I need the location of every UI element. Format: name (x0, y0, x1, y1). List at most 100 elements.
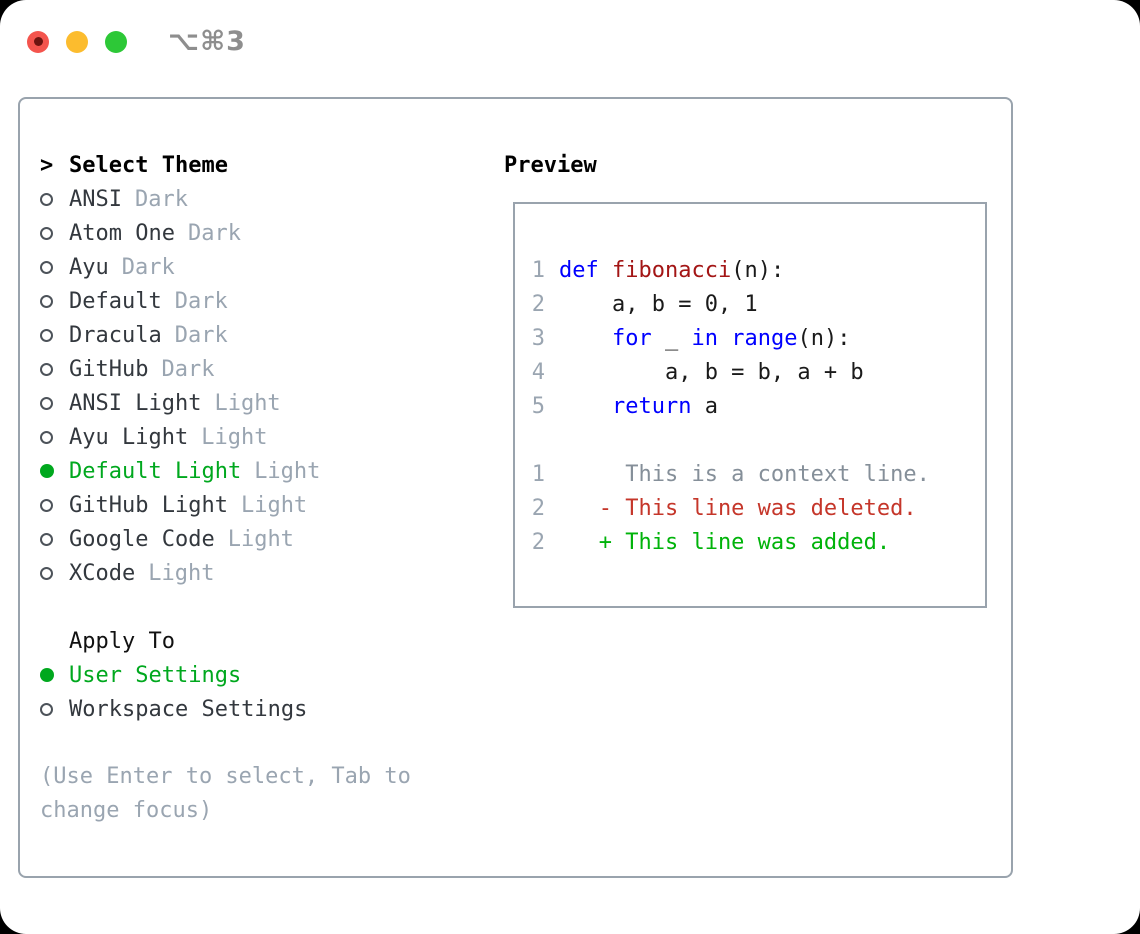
line-number: 5 (531, 393, 545, 419)
theme-variant-label: Dark (187, 220, 241, 246)
code-line: 5 return a (517, 389, 985, 423)
line-number: 3 (531, 325, 545, 351)
line-text: a, b = 0, 1 (559, 292, 758, 317)
theme-name: ANSI (69, 186, 122, 212)
traffic-lights (27, 30, 127, 53)
theme-option-default[interactable]: Default Dark (40, 284, 480, 318)
radio-indent (40, 430, 69, 444)
code-segment-plain: _ (651, 325, 692, 351)
theme-name: Ayu (69, 254, 109, 280)
theme-variant-label: Dark (174, 322, 228, 348)
radio-indent (40, 702, 69, 716)
line-text: This is a context line. (559, 462, 930, 487)
theme-name: ANSI Light (69, 390, 202, 416)
apply-option-label: Workspace Settings (69, 696, 308, 722)
radio-icon (40, 260, 53, 274)
line-number: 2 (531, 291, 545, 317)
theme-option-dracula[interactable]: Dracula Dark (40, 318, 480, 352)
theme-option-ayu[interactable]: Ayu Dark (40, 250, 480, 284)
line-text: + This line was added. (559, 530, 890, 555)
code-segment-plain (599, 258, 612, 283)
theme-option-google-code[interactable]: Google Code Light (40, 522, 480, 556)
code-line: 1 This is a context line. (517, 457, 985, 491)
theme-option-atom-one[interactable]: Atom One Dark (40, 216, 480, 250)
radio-indent (40, 566, 69, 580)
theme-variant-label: Light (254, 458, 321, 484)
theme-name: GitHub (69, 356, 149, 382)
apply-to-header: Apply To (40, 624, 480, 658)
line-text: return a (559, 394, 718, 419)
line-number: 4 (531, 359, 545, 385)
radio-icon (40, 226, 53, 240)
zoom-button[interactable] (105, 30, 127, 53)
apply-option-workspace-settings[interactable]: Workspace Settings (40, 692, 480, 726)
code-segment-plain: a, b = 0, 1 (559, 291, 758, 317)
theme-option-ansi[interactable]: ANSI Dark (40, 182, 480, 216)
theme-variant-label: Dark (121, 254, 175, 280)
line-text: def fibonacci(n): (559, 258, 784, 283)
preview-title: Preview (504, 152, 597, 178)
radio-indent (40, 192, 69, 206)
radio-indent (40, 294, 69, 308)
code-preview: 1 def fibonacci(n): 2 a, b = 0, 1 3 for _ i… (517, 253, 985, 559)
apply-to-title: Apply To (69, 628, 175, 654)
code-segment-plain: (n): (731, 257, 785, 283)
code-line: 4 a, b = b, a + b (517, 355, 985, 389)
code-segment-plain (559, 326, 612, 351)
code-segment-plain (718, 326, 731, 351)
radio-selected-icon (40, 464, 54, 478)
theme-variant-label: Dark (174, 288, 228, 314)
theme-variant-label: Dark (134, 186, 188, 212)
line-number: 1 (531, 257, 545, 283)
line-text: a, b = b, a + b (559, 360, 864, 385)
help-text: (Use Enter to select, Tab to change focu… (40, 764, 411, 823)
preview-column: Preview 1 def fibonacci(n): 2 a, b = 0, 1 3… (504, 148, 987, 608)
code-line: 2 - This line was deleted. (517, 491, 985, 525)
code-segment-added: + This line was added. (559, 529, 891, 555)
theme-name: Google Code (69, 526, 215, 552)
theme-variant-label: Light (227, 526, 294, 552)
line-text: - This line was deleted. (559, 496, 917, 521)
line-text: for _ in range(n): (559, 326, 850, 351)
window-shortcut-label: ⌥⌘3 (168, 26, 246, 57)
code-segment-keyword: return (611, 393, 692, 419)
code-line: 1 def fibonacci(n): (517, 253, 985, 287)
code-segment-plain: a (691, 393, 718, 419)
select-theme-header: > Select Theme (40, 148, 480, 182)
radio-indent (40, 328, 69, 342)
theme-name: Dracula (69, 322, 162, 348)
radio-icon (40, 362, 53, 376)
theme-variant-label: Light (148, 560, 215, 586)
minimize-button[interactable] (66, 30, 88, 53)
code-segment-deleted: - This line was deleted. (559, 495, 917, 521)
code-segment-keyword: range (731, 325, 798, 351)
theme-name: Atom One (69, 220, 175, 246)
radio-icon (40, 430, 53, 444)
close-indicator-dot (33, 37, 43, 46)
radio-selected-icon (40, 668, 54, 682)
code-segment-function: fibonacci (612, 257, 732, 283)
theme-name: Default (69, 288, 162, 314)
radio-indent (40, 532, 69, 546)
code-line: 2 a, b = 0, 1 (517, 287, 985, 321)
radio-indent (40, 362, 69, 376)
line-number: 2 (531, 529, 545, 555)
radio-icon (40, 192, 53, 206)
radio-icon (40, 396, 53, 410)
close-button[interactable] (27, 30, 49, 53)
apply-option-user-settings[interactable]: User Settings (40, 658, 480, 692)
code-line (517, 423, 985, 457)
theme-name: Ayu Light (69, 424, 189, 450)
radio-icon (40, 702, 53, 716)
radio-indent (40, 260, 69, 274)
code-segment-plain: (n): (797, 325, 851, 351)
